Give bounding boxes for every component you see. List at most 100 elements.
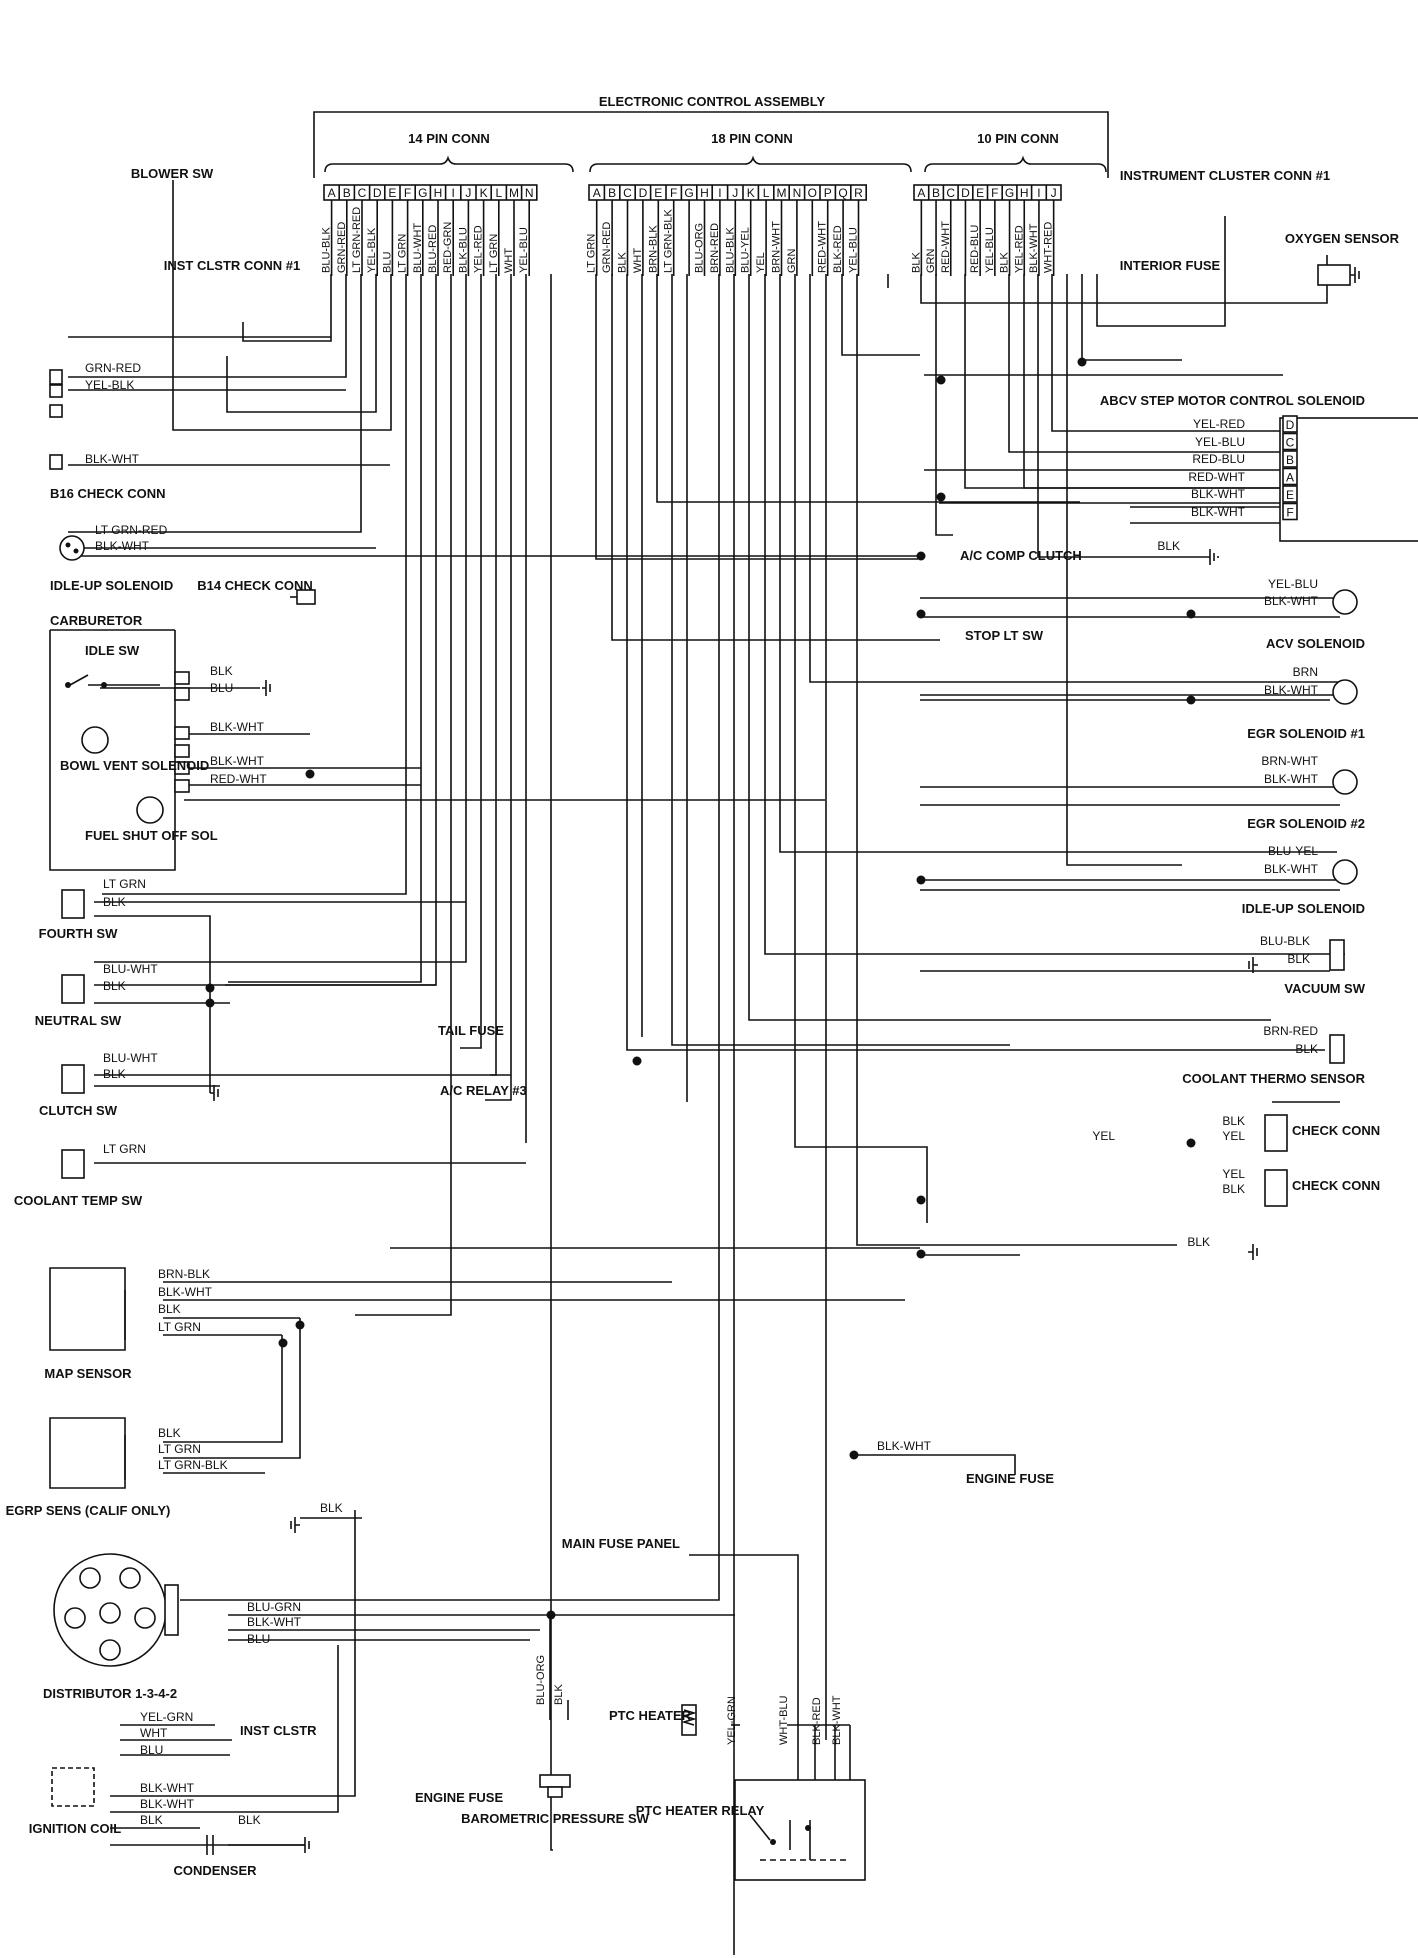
- svg-text:BRN-BLK: BRN-BLK: [158, 1267, 210, 1281]
- label-ptc-relay: PTC HEATER RELAY: [636, 1803, 765, 1818]
- svg-text:YEL: YEL: [1092, 1129, 1115, 1143]
- svg-text:BLK: BLK: [158, 1302, 181, 1316]
- pin-1-K: K: [747, 186, 755, 200]
- svg-text:YEL: YEL: [1222, 1129, 1245, 1143]
- label-engine-fuse-2: ENGINE FUSE: [415, 1790, 503, 1805]
- svg-text:LT GRN-RED: LT GRN-RED: [95, 523, 168, 537]
- pin-1-H: H: [700, 186, 709, 200]
- pin-0-H: H: [434, 186, 443, 200]
- pin-wire-label: WHT-RED: [1043, 222, 1055, 273]
- pin-wire-label: WHT: [632, 248, 644, 273]
- pin-2-D: D: [961, 186, 970, 200]
- label-acv: ACV SOLENOID: [1266, 636, 1365, 651]
- svg-text:BLK: BLK: [103, 1067, 126, 1081]
- label-idle-up-right: IDLE-UP SOLENOID: [1242, 901, 1365, 916]
- abcv-pin-box: [1282, 450, 1298, 468]
- svg-text:YEL-GRN: YEL-GRN: [726, 1696, 738, 1745]
- pin-0-N: N: [525, 186, 534, 200]
- pin-1-E: E: [654, 186, 662, 200]
- svg-text:LT GRN: LT GRN: [158, 1442, 201, 1456]
- pin-wire-label: RED-WHT: [817, 221, 829, 273]
- svg-text:BLK-RED: BLK-RED: [811, 1697, 823, 1745]
- svg-text:BLK: BLK: [1295, 1042, 1318, 1056]
- pin-wire-label: LT GRN: [488, 234, 500, 273]
- svg-text:BLK: BLK: [320, 1501, 343, 1515]
- svg-text:LT GRN: LT GRN: [158, 1320, 201, 1334]
- svg-text:RED-WHT: RED-WHT: [1188, 470, 1245, 484]
- label-check-conn-2: CHECK CONN: [1292, 1178, 1380, 1193]
- pin-wire-label: GRN-RED: [336, 222, 348, 273]
- pin-2-F: F: [991, 186, 998, 200]
- label-abcv: ABCV STEP MOTOR CONTROL SOLENOID: [1100, 393, 1365, 408]
- pin-wire-label: BLU-BLK: [321, 226, 333, 273]
- pin-wire-label: RED-BLU: [969, 225, 981, 273]
- svg-text:RED-WHT: RED-WHT: [210, 772, 267, 786]
- svg-text:BLU: BLU: [247, 1632, 270, 1646]
- svg-text:BLK: BLK: [140, 1813, 163, 1827]
- pin-0-B: B: [343, 186, 351, 200]
- label-bowl-vent: BOWL VENT SOLENOID: [60, 758, 209, 773]
- pin-wire-label: BLU: [381, 252, 393, 273]
- pin-wire-label: LT GRN: [586, 234, 598, 273]
- svg-text:GRN-RED: GRN-RED: [85, 361, 141, 375]
- pin-wire-label: BLU-YEL: [740, 227, 752, 273]
- svg-text:BLK-WHT: BLK-WHT: [210, 720, 265, 734]
- label-condenser: CONDENSER: [173, 1863, 257, 1878]
- pin-1-G: G: [684, 186, 693, 200]
- svg-text:BLU-BLK: BLU-BLK: [1260, 934, 1310, 948]
- pin-1-P: P: [824, 186, 832, 200]
- pin-2-I: I: [1037, 186, 1040, 200]
- pin-wire-label: GRN: [925, 249, 937, 274]
- svg-text:YEL: YEL: [1222, 1167, 1245, 1181]
- pin-wire-label: BLU-BLK: [724, 226, 736, 273]
- svg-text:BLK-WHT: BLK-WHT: [831, 1695, 843, 1745]
- label-stop-lt: STOP LT SW: [965, 628, 1044, 643]
- label-egr1: EGR SOLENOID #1: [1247, 726, 1365, 741]
- label-inst-clstr: INST CLSTR: [240, 1723, 317, 1738]
- svg-text:BLU: BLU: [140, 1743, 163, 1757]
- pin-wire-label: YEL-BLU: [848, 227, 860, 273]
- label-oxygen-sensor: OXYGEN SENSOR: [1285, 231, 1400, 246]
- svg-text:BLK-WHT: BLK-WHT: [1264, 683, 1319, 697]
- eca-bracket: [313, 111, 1109, 178]
- label-b14: B14 CHECK CONN: [197, 578, 313, 593]
- pin-0-C: C: [358, 186, 367, 200]
- svg-text:BLK-WHT: BLK-WHT: [1264, 594, 1319, 608]
- pin-wire-label: YEL-RED: [473, 225, 485, 273]
- brace-10: [924, 155, 1107, 173]
- label-coolant-temp: COOLANT TEMP SW: [14, 1193, 143, 1208]
- pin-0-M: M: [509, 186, 519, 200]
- pin-wire-label: BRN-WHT: [771, 221, 783, 273]
- svg-text:LT GRN: LT GRN: [103, 877, 146, 891]
- svg-text:BRN-WHT: BRN-WHT: [1261, 754, 1318, 768]
- svg-text:BLK: BLK: [1222, 1182, 1245, 1196]
- label-ac-relay: A/C RELAY #3: [440, 1083, 527, 1098]
- pin-2-C: C: [946, 186, 955, 200]
- svg-text:BLK: BLK: [1222, 1114, 1245, 1128]
- label-idle-up-left: IDLE-UP SOLENOID: [50, 578, 173, 593]
- pin-wire-label: BLK: [999, 252, 1011, 273]
- pin-2-G: G: [1005, 186, 1014, 200]
- svg-text:RED-BLU: RED-BLU: [1192, 452, 1245, 466]
- pin-2-J: J: [1051, 186, 1057, 200]
- abcv-pin-box: [1282, 502, 1298, 521]
- pin-wire-label: BLK-RED: [832, 225, 844, 273]
- abcv-pin-E: E: [1286, 488, 1294, 502]
- eca-title: ELECTRONIC CONTROL ASSEMBLY: [599, 94, 826, 109]
- pin-2-B: B: [932, 186, 940, 200]
- pin-wire-label: LT GRN-BLK: [663, 209, 675, 273]
- wires: [68, 180, 1345, 1955]
- pin-0-G: G: [418, 186, 427, 200]
- svg-text:BLK-WHT: BLK-WHT: [877, 1439, 932, 1453]
- pin-wire-label: LT GRN-RED: [351, 207, 363, 273]
- junction-dots: [205, 357, 1196, 1620]
- pin-0-D: D: [373, 186, 382, 200]
- svg-text:BLU-ORG: BLU-ORG: [535, 1655, 547, 1705]
- pin-wire-label: RED-GRN: [442, 222, 454, 273]
- svg-text:WHT: WHT: [140, 1726, 168, 1740]
- label-map-sensor: MAP SENSOR: [44, 1366, 132, 1381]
- pin-0-E: E: [388, 186, 396, 200]
- label-engine-fuse-1: ENGINE FUSE: [966, 1471, 1054, 1486]
